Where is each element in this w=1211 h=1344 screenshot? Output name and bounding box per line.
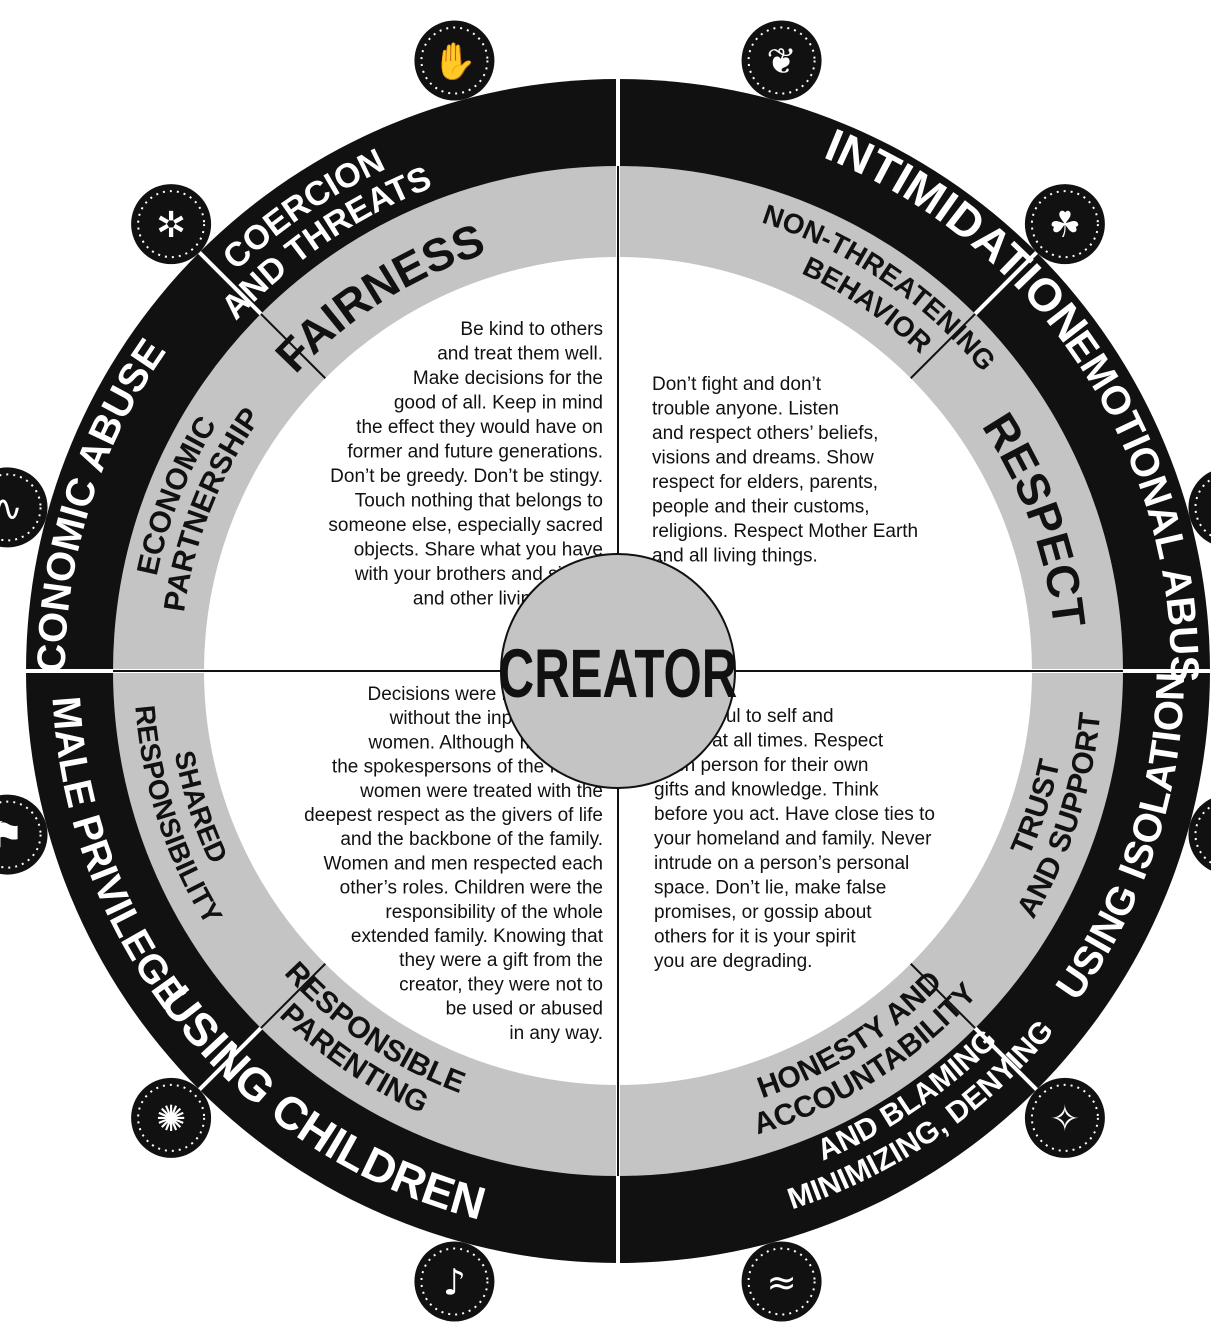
quadrant-text-line: and all living things. — [652, 546, 818, 567]
quadrant-text-line: and treat them well. — [437, 344, 603, 365]
quadrant-text-line: in any way. — [509, 1023, 603, 1044]
svg-text:⚑: ⚑ — [0, 816, 24, 857]
svg-text:✲: ✲ — [156, 205, 186, 246]
svg-text:∿: ∿ — [0, 488, 23, 529]
inner-diagonals — [260, 313, 976, 1029]
diagonal-separator — [197, 250, 263, 316]
svg-text:✺: ✺ — [156, 1099, 186, 1140]
center-label: CREATOR — [499, 635, 738, 712]
diagonal-separator — [260, 313, 326, 379]
quadrant-text-line: Women and men respected each — [323, 853, 603, 874]
quadrant-text-line: the effect they would have on — [356, 417, 603, 438]
quadrant-text-line: people and their customs, — [652, 497, 870, 518]
quadrant-text-line: trouble anyone. Listen — [652, 399, 839, 420]
quadrant-text-line: deepest respect as the givers of life — [304, 805, 603, 826]
quadrant-text-line: someone else, especially sacred — [328, 515, 603, 536]
quadrant-text-line: and respect others’ beliefs, — [652, 423, 878, 444]
quadrant-text-line: religions. Respect Mother Earth — [652, 521, 918, 542]
diagonal-separator — [973, 250, 1039, 316]
quadrant-text-line: be used or abused — [446, 999, 603, 1020]
quadrant-text-line: others for it is your spirit — [654, 927, 856, 948]
quadrant-text-line: gifts and knowledge. Think — [654, 780, 879, 801]
leaf-symbol-icon: ☘ — [1024, 184, 1105, 265]
symbols-layer: ✋ ❦ ☘ ✦ ☀ ✧ ≈ ♪ ✺ ⚑ ∿ ✲ — [0, 20, 1211, 1322]
quadrant-text-line: responsibility of the whole — [385, 902, 603, 923]
quadrant-text-line: with your brothers and sisters — [354, 564, 603, 585]
otter-symbol-icon: ≈ — [741, 1241, 822, 1322]
sun-spiral-symbol-icon: ☀ — [1188, 798, 1211, 871]
quadrant-text-top-right: Don’t fight and don’t trouble anyone. Lis… — [652, 374, 918, 567]
diagonal-separator — [197, 1026, 263, 1092]
quadrant-text-line: and the backbone of the family. — [340, 829, 603, 850]
quadrant-text-line: your homeland and family. Never — [654, 829, 932, 850]
quadrant-text-line: good of all. Keep in mind — [394, 393, 603, 414]
svg-text:≈: ≈ — [766, 1262, 796, 1303]
quadrant-text-line: Don’t fight and don’t — [652, 374, 822, 395]
bear-paw-symbol-icon: ✺ — [131, 1077, 212, 1158]
kokopelli-symbol-icon: ♪ — [414, 1241, 495, 1322]
outer-diagonals — [197, 250, 1039, 1092]
quadrant-text-line: before you act. Have close ties to — [654, 804, 935, 825]
quadrant-text-line: visions and dreams. Show — [652, 448, 874, 469]
quadrant-text-line: Be kind to others — [460, 319, 603, 340]
deer-symbol-icon: ✦ — [1188, 471, 1211, 544]
svg-text:♪: ♪ — [443, 1262, 466, 1303]
quadrant-text-line: space. Don’t lie, make false — [654, 878, 886, 899]
diagonal-separator — [260, 963, 326, 1029]
quadrant-text-line: Make decisions for the — [413, 368, 603, 389]
center-circle — [500, 553, 736, 789]
quadrant-text-line: Don’t be greedy. Don’t be stingy. — [330, 466, 603, 487]
quadrant-text-line: they were a gift from the — [399, 950, 603, 971]
quadrant-text-top-left: Be kind to others and treat them well. Mak… — [328, 319, 603, 610]
quadrant-text-line: promises, or gossip about — [654, 902, 872, 923]
diagonal-separator — [910, 313, 976, 379]
quadrant-text-line: women were treated with the — [359, 781, 603, 802]
quadrant-text-line: extended family. Knowing that — [351, 926, 604, 947]
quadrant-text-line: other’s roles. Children were the — [340, 878, 603, 899]
quadrant-text-line: each person for their own — [654, 755, 868, 776]
hand-symbol-icon: ✋ — [414, 20, 495, 101]
diagonal-separator — [973, 1026, 1039, 1092]
svg-text:❦: ❦ — [766, 42, 796, 83]
snake-symbol-icon: ∿ — [0, 467, 48, 548]
quadrant-text-line: objects. Share what you have — [354, 540, 603, 561]
quadrant-text-line: intrude on a person’s personal — [654, 853, 909, 874]
svg-text:✧: ✧ — [1050, 1099, 1080, 1140]
quadrant-text-line: the spokespersons of the family, — [332, 757, 603, 778]
corn-symbol-icon: ❦ — [741, 20, 822, 101]
diagonal-separator — [910, 963, 976, 1029]
bear-symbol-icon: ✲ — [131, 184, 212, 265]
svg-text:✋: ✋ — [432, 41, 477, 83]
quadrant-text-line: former and future generations. — [347, 442, 603, 463]
feathers-symbol-icon: ✧ — [1024, 1077, 1105, 1158]
quadrant-text-line: you are degrading. — [654, 951, 812, 972]
svg-text:☘: ☘ — [1049, 205, 1081, 246]
quadrant-text-line: respect for elders, parents, — [652, 472, 878, 493]
quadrant-text-line: creator, they were not to — [399, 974, 603, 995]
quadrant-text-line: Touch nothing that belongs to — [355, 491, 603, 512]
horse-symbol-icon: ⚑ — [0, 794, 48, 875]
